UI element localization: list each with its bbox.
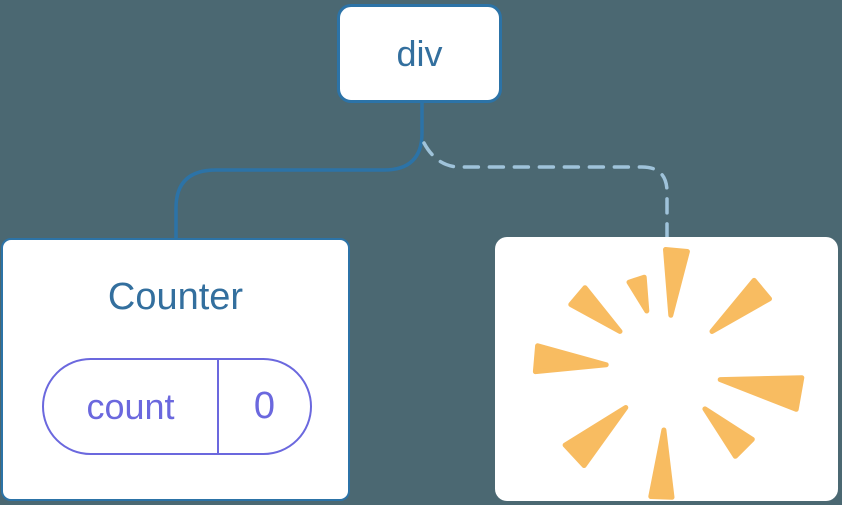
state-value: 0 [253,385,276,427]
poof-icon [532,247,805,500]
root-node-div: div [337,4,502,103]
counter-node: Counter count 0 [1,238,350,501]
root-node-label: div [396,32,443,74]
dashed-edge [422,141,669,240]
solid-edge [174,103,424,239]
state-name: count [44,360,219,453]
state-pill: count 0 [42,358,312,455]
removed-node [495,237,838,501]
counter-title: Counter [107,276,244,318]
